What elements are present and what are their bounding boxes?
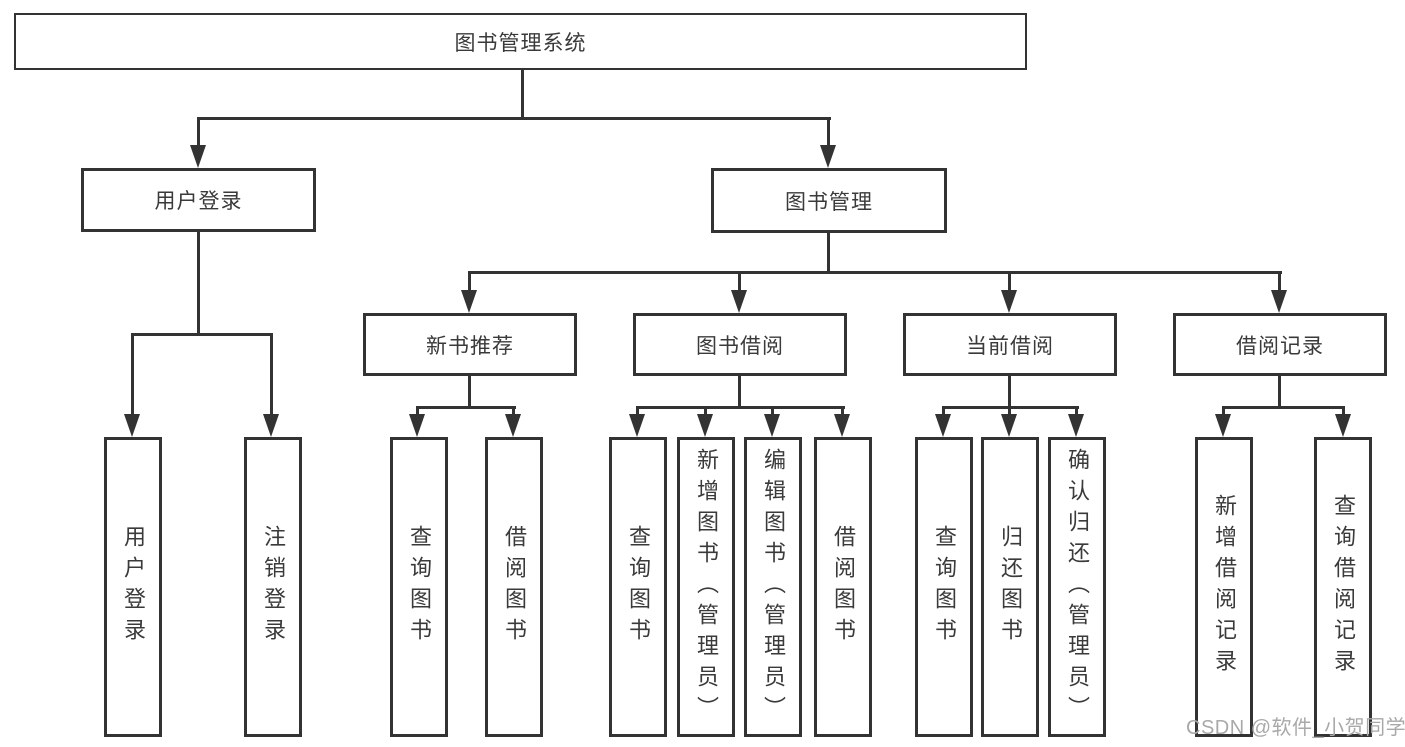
- node-library-management-system: 图书管理系统: [14, 13, 1027, 70]
- connector-line: [197, 117, 200, 147]
- connector-line: [1278, 376, 1281, 409]
- connector-line: [738, 271, 741, 291]
- leaf-query-book-1: 查询图书: [390, 437, 448, 737]
- connector-line: [827, 117, 830, 147]
- connector-line: [468, 271, 1282, 274]
- arrow-down: [1001, 414, 1017, 437]
- connector-line: [1278, 271, 1281, 291]
- node-label: 新书推荐: [426, 334, 514, 358]
- arrow-down: [731, 290, 747, 313]
- arrow-down: [1068, 414, 1084, 437]
- connector-line: [468, 271, 471, 291]
- node-label: 图书管理系统: [454, 31, 587, 55]
- leaf-borrow-book-1: 借阅图书: [485, 437, 543, 737]
- connector-line: [636, 406, 845, 409]
- connector-line: [512, 406, 515, 418]
- connector-line: [416, 406, 516, 409]
- arrow-down: [1001, 290, 1017, 313]
- leaf-query-book-2: 查询图书: [609, 437, 667, 737]
- connector-line: [827, 233, 830, 273]
- connector-line: [942, 406, 945, 418]
- leaf-logout: 注销登录: [244, 437, 302, 737]
- node-label: 查询图书: [407, 525, 432, 649]
- connector-line: [270, 333, 273, 415]
- arrow-down: [409, 414, 425, 437]
- connector-line: [1008, 406, 1011, 418]
- leaf-query-book-3: 查询图书: [915, 437, 973, 737]
- arrow-down: [1215, 414, 1231, 437]
- node-label: 查询图书: [626, 525, 651, 649]
- node-label: 借阅图书: [831, 525, 856, 649]
- node-label: 归还图书: [998, 525, 1023, 649]
- arrow-down: [1271, 290, 1287, 313]
- connector-line: [131, 333, 273, 336]
- node-label: 借阅图书: [502, 525, 527, 649]
- leaf-add-borrow-record: 新增借阅记录: [1195, 437, 1253, 737]
- arrow-down: [1335, 414, 1351, 437]
- arrow-down: [834, 414, 850, 437]
- node-label: 图书管理: [785, 190, 873, 214]
- node-label: 新增图书（管理员）: [694, 447, 719, 727]
- leaf-confirm-return-admin: 确认归还（管理员）: [1048, 437, 1106, 737]
- node-label: 用户登录: [121, 525, 146, 649]
- node-label: 注销登录: [261, 525, 286, 649]
- leaf-add-book-admin: 新增图书（管理员）: [677, 437, 735, 737]
- connector-line: [738, 376, 741, 409]
- node-book-borrow: 图书借阅: [633, 313, 847, 376]
- connector-line: [704, 406, 707, 418]
- node-user-login: 用户登录: [81, 168, 316, 232]
- connector-line: [771, 406, 774, 418]
- node-label: 图书借阅: [696, 334, 784, 358]
- arrow-down: [505, 414, 521, 437]
- connector-line: [1342, 406, 1345, 418]
- node-label: 新增借阅记录: [1212, 494, 1237, 680]
- connector-line: [468, 376, 471, 409]
- arrow-down: [124, 414, 140, 437]
- node-label: 编辑图书（管理员）: [761, 447, 786, 727]
- arrow-down: [263, 414, 279, 437]
- leaf-return-book: 归还图书: [981, 437, 1039, 737]
- arrow-down: [935, 414, 951, 437]
- connector-line: [131, 333, 134, 415]
- arrow-down: [764, 414, 780, 437]
- node-label: 查询图书: [932, 525, 957, 649]
- node-book-management: 图书管理: [711, 168, 947, 233]
- node-label: 确认归还（管理员）: [1065, 447, 1090, 727]
- connector-line: [1222, 406, 1225, 418]
- arrow-down: [629, 414, 645, 437]
- csdn-watermark: CSDN @软件_小贺同学: [1186, 717, 1405, 739]
- connector-line: [416, 406, 419, 418]
- arrow-down: [190, 145, 206, 168]
- arrow-down: [697, 414, 713, 437]
- node-borrow-records: 借阅记录: [1173, 313, 1387, 376]
- node-current-borrow: 当前借阅: [903, 313, 1117, 376]
- leaf-borrow-book-2: 借阅图书: [814, 437, 872, 737]
- node-label: 查询借阅记录: [1331, 494, 1356, 680]
- connector-line: [1222, 406, 1345, 409]
- connector-line: [841, 406, 844, 418]
- connector-line: [521, 70, 524, 118]
- arrow-down: [820, 145, 836, 168]
- leaf-user-login: 用户登录: [104, 437, 162, 737]
- connector-line: [197, 117, 831, 120]
- connector-line: [1008, 271, 1011, 291]
- node-label: 用户登录: [154, 190, 243, 213]
- leaf-edit-book-admin: 编辑图书（管理员）: [744, 437, 802, 737]
- connector-line: [636, 406, 639, 418]
- node-label: 当前借阅: [966, 334, 1054, 358]
- connector-line: [197, 232, 200, 336]
- connector-line: [1075, 406, 1078, 418]
- node-new-book-recommend: 新书推荐: [363, 313, 577, 376]
- connector-line: [1008, 376, 1011, 409]
- leaf-query-borrow-record: 查询借阅记录: [1314, 437, 1372, 737]
- node-label: 借阅记录: [1236, 334, 1324, 358]
- arrow-down: [461, 290, 477, 313]
